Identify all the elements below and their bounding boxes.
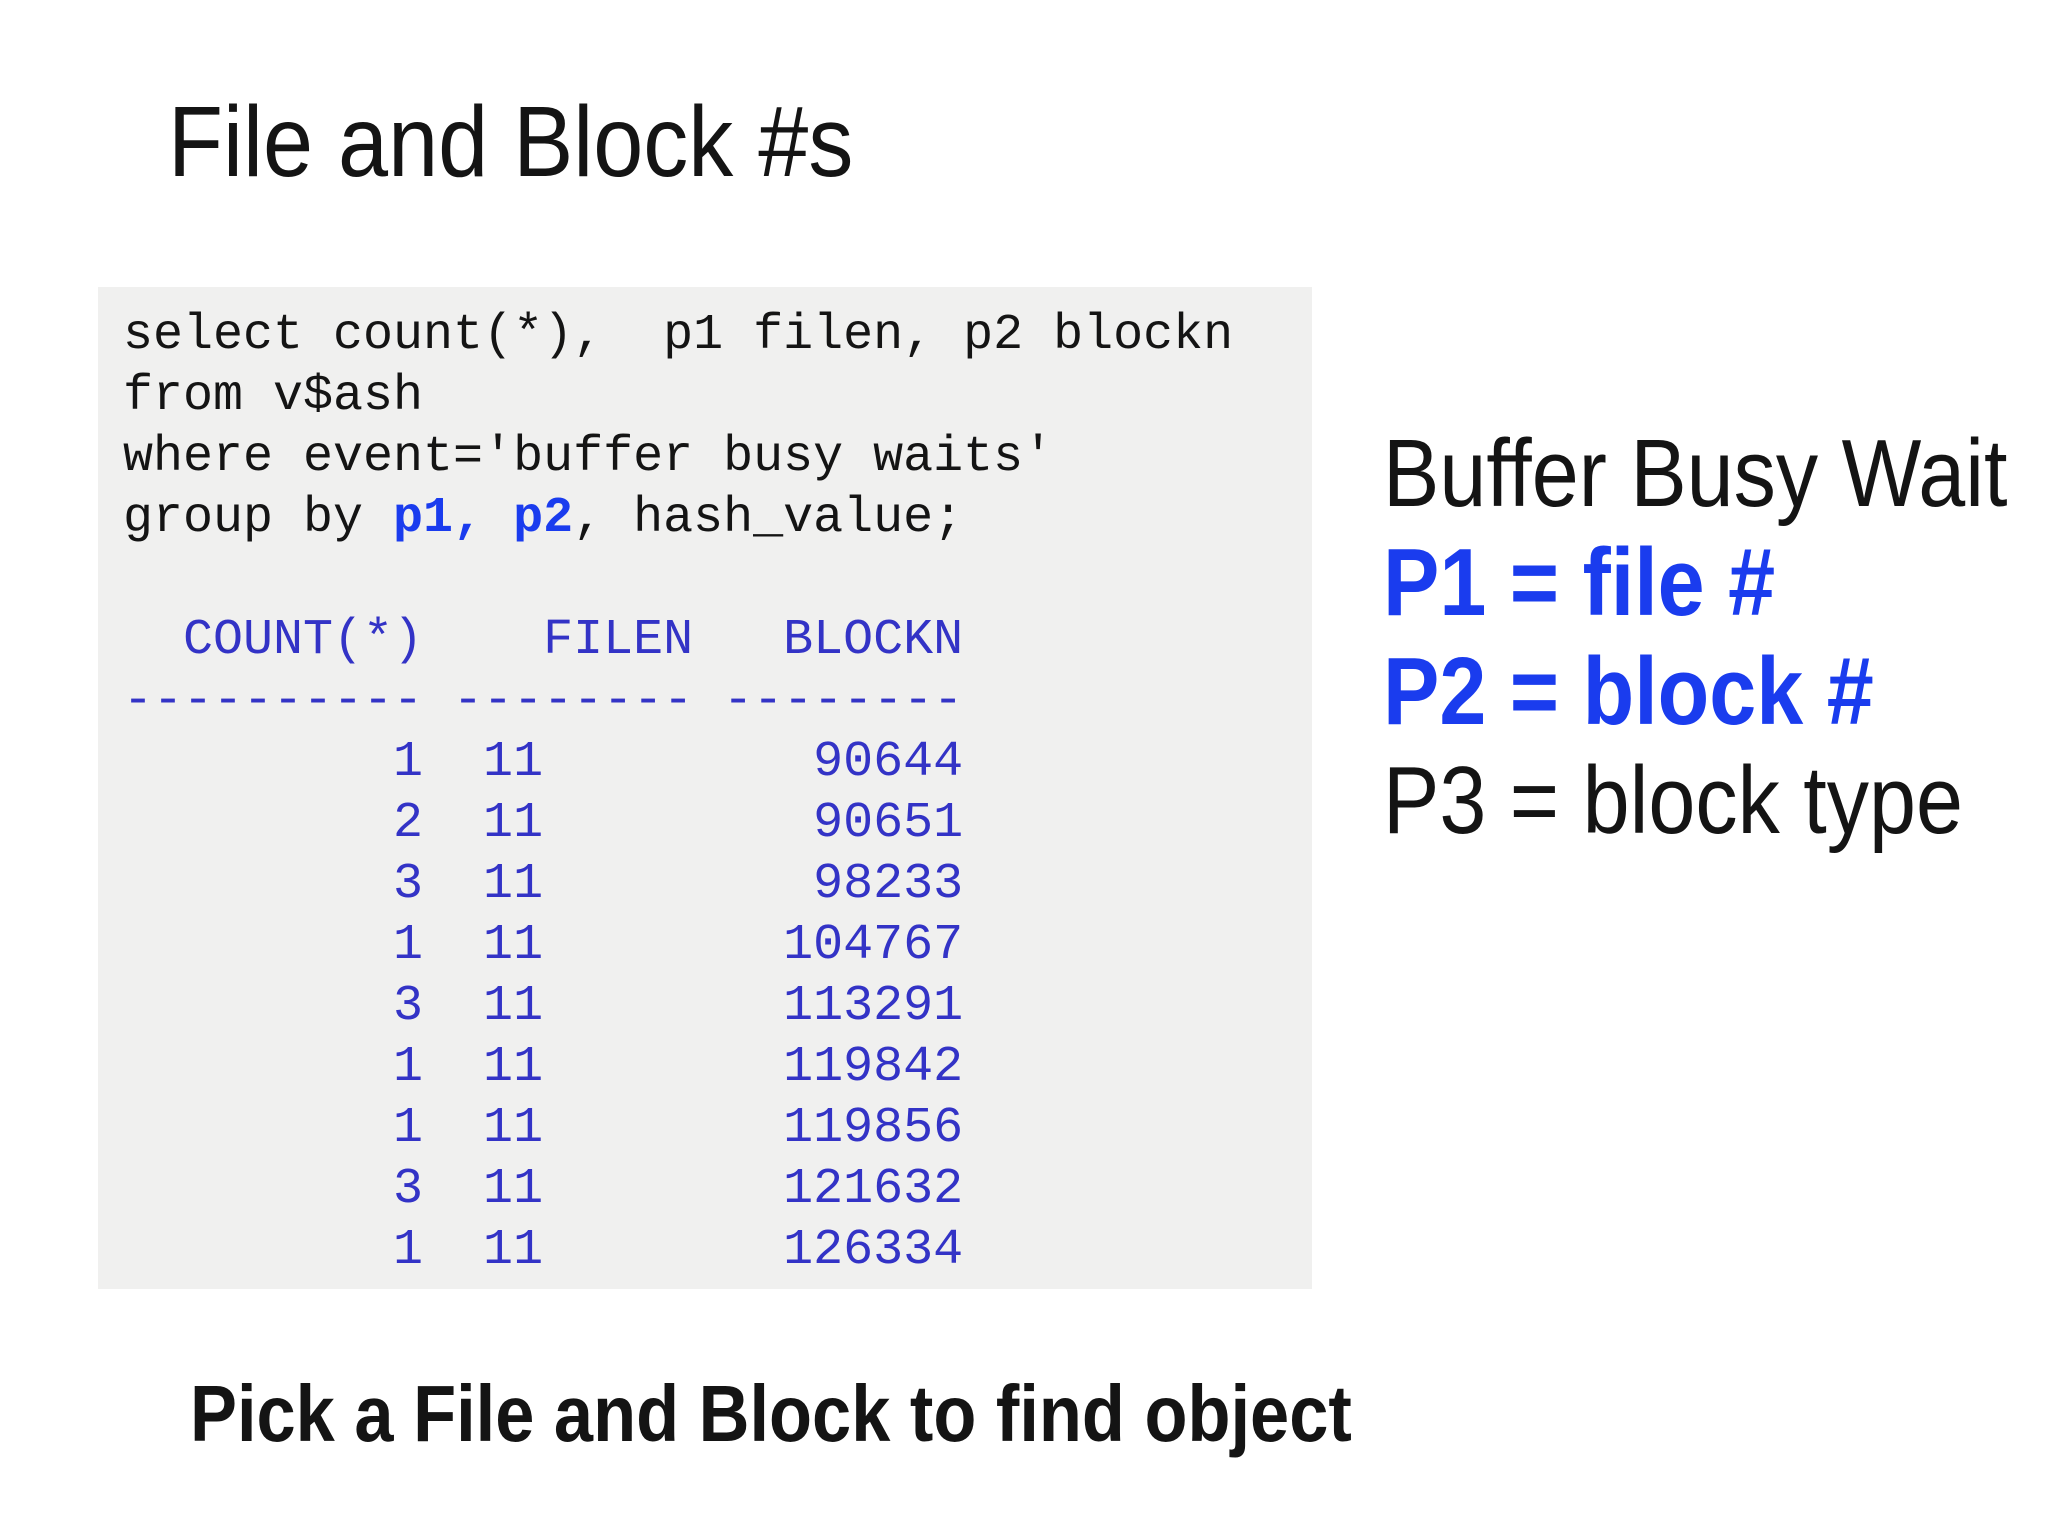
side-heading: Buffer Busy Wait <box>1383 420 2008 527</box>
bottom-caption: Pick a File and Block to find object <box>190 1369 1352 1458</box>
sql-groupby-highlight-p1-p2: p1, p2 <box>393 490 574 547</box>
sql-groupby-suffix: , hash_value; <box>573 490 964 547</box>
side-p2-definition: P2 = block # <box>1383 638 1874 745</box>
sql-line-groupby: group by p1, p2, hash_value; <box>123 488 1312 549</box>
sql-output-panel: select count(*), p1 filen, p2 blockn fro… <box>98 287 1312 1289</box>
result-row: 1 11 90644 <box>123 734 964 791</box>
result-row: 3 11 113291 <box>123 978 964 1035</box>
sql-line-select: select count(*), p1 filen, p2 blockn <box>123 307 1234 364</box>
result-row: 1 11 119856 <box>123 1100 964 1157</box>
results-header: COUNT(*) FILEN BLOCKN <box>123 612 964 669</box>
result-row: 1 11 119842 <box>123 1039 964 1096</box>
side-p3-definition: P3 = block type <box>1383 747 1963 854</box>
results-rows: 1 11 90644 2 11 90651 3 11 98233 1 11 10… <box>123 732 1312 1281</box>
sql-terminal: select count(*), p1 filen, p2 blockn fro… <box>98 287 1312 1281</box>
page-title: File and Block #s <box>168 86 854 198</box>
sql-line-where: where event='buffer busy waits' <box>123 429 1054 486</box>
result-row: 3 11 98233 <box>123 856 964 913</box>
sql-groupby-prefix: group by <box>123 490 394 547</box>
result-row: 2 11 90651 <box>123 795 964 852</box>
blank-line <box>123 549 1312 610</box>
side-annotations: Buffer Busy Wait P1 = file # P2 = block … <box>1383 419 2007 855</box>
results-divider: ---------- -------- -------- <box>123 673 964 730</box>
result-row: 1 11 126334 <box>123 1222 964 1279</box>
side-p1-definition: P1 = file # <box>1383 529 1776 636</box>
result-row: 1 11 104767 <box>123 917 964 974</box>
result-row: 3 11 121632 <box>123 1161 964 1218</box>
sql-line-from: from v$ash <box>123 368 424 425</box>
